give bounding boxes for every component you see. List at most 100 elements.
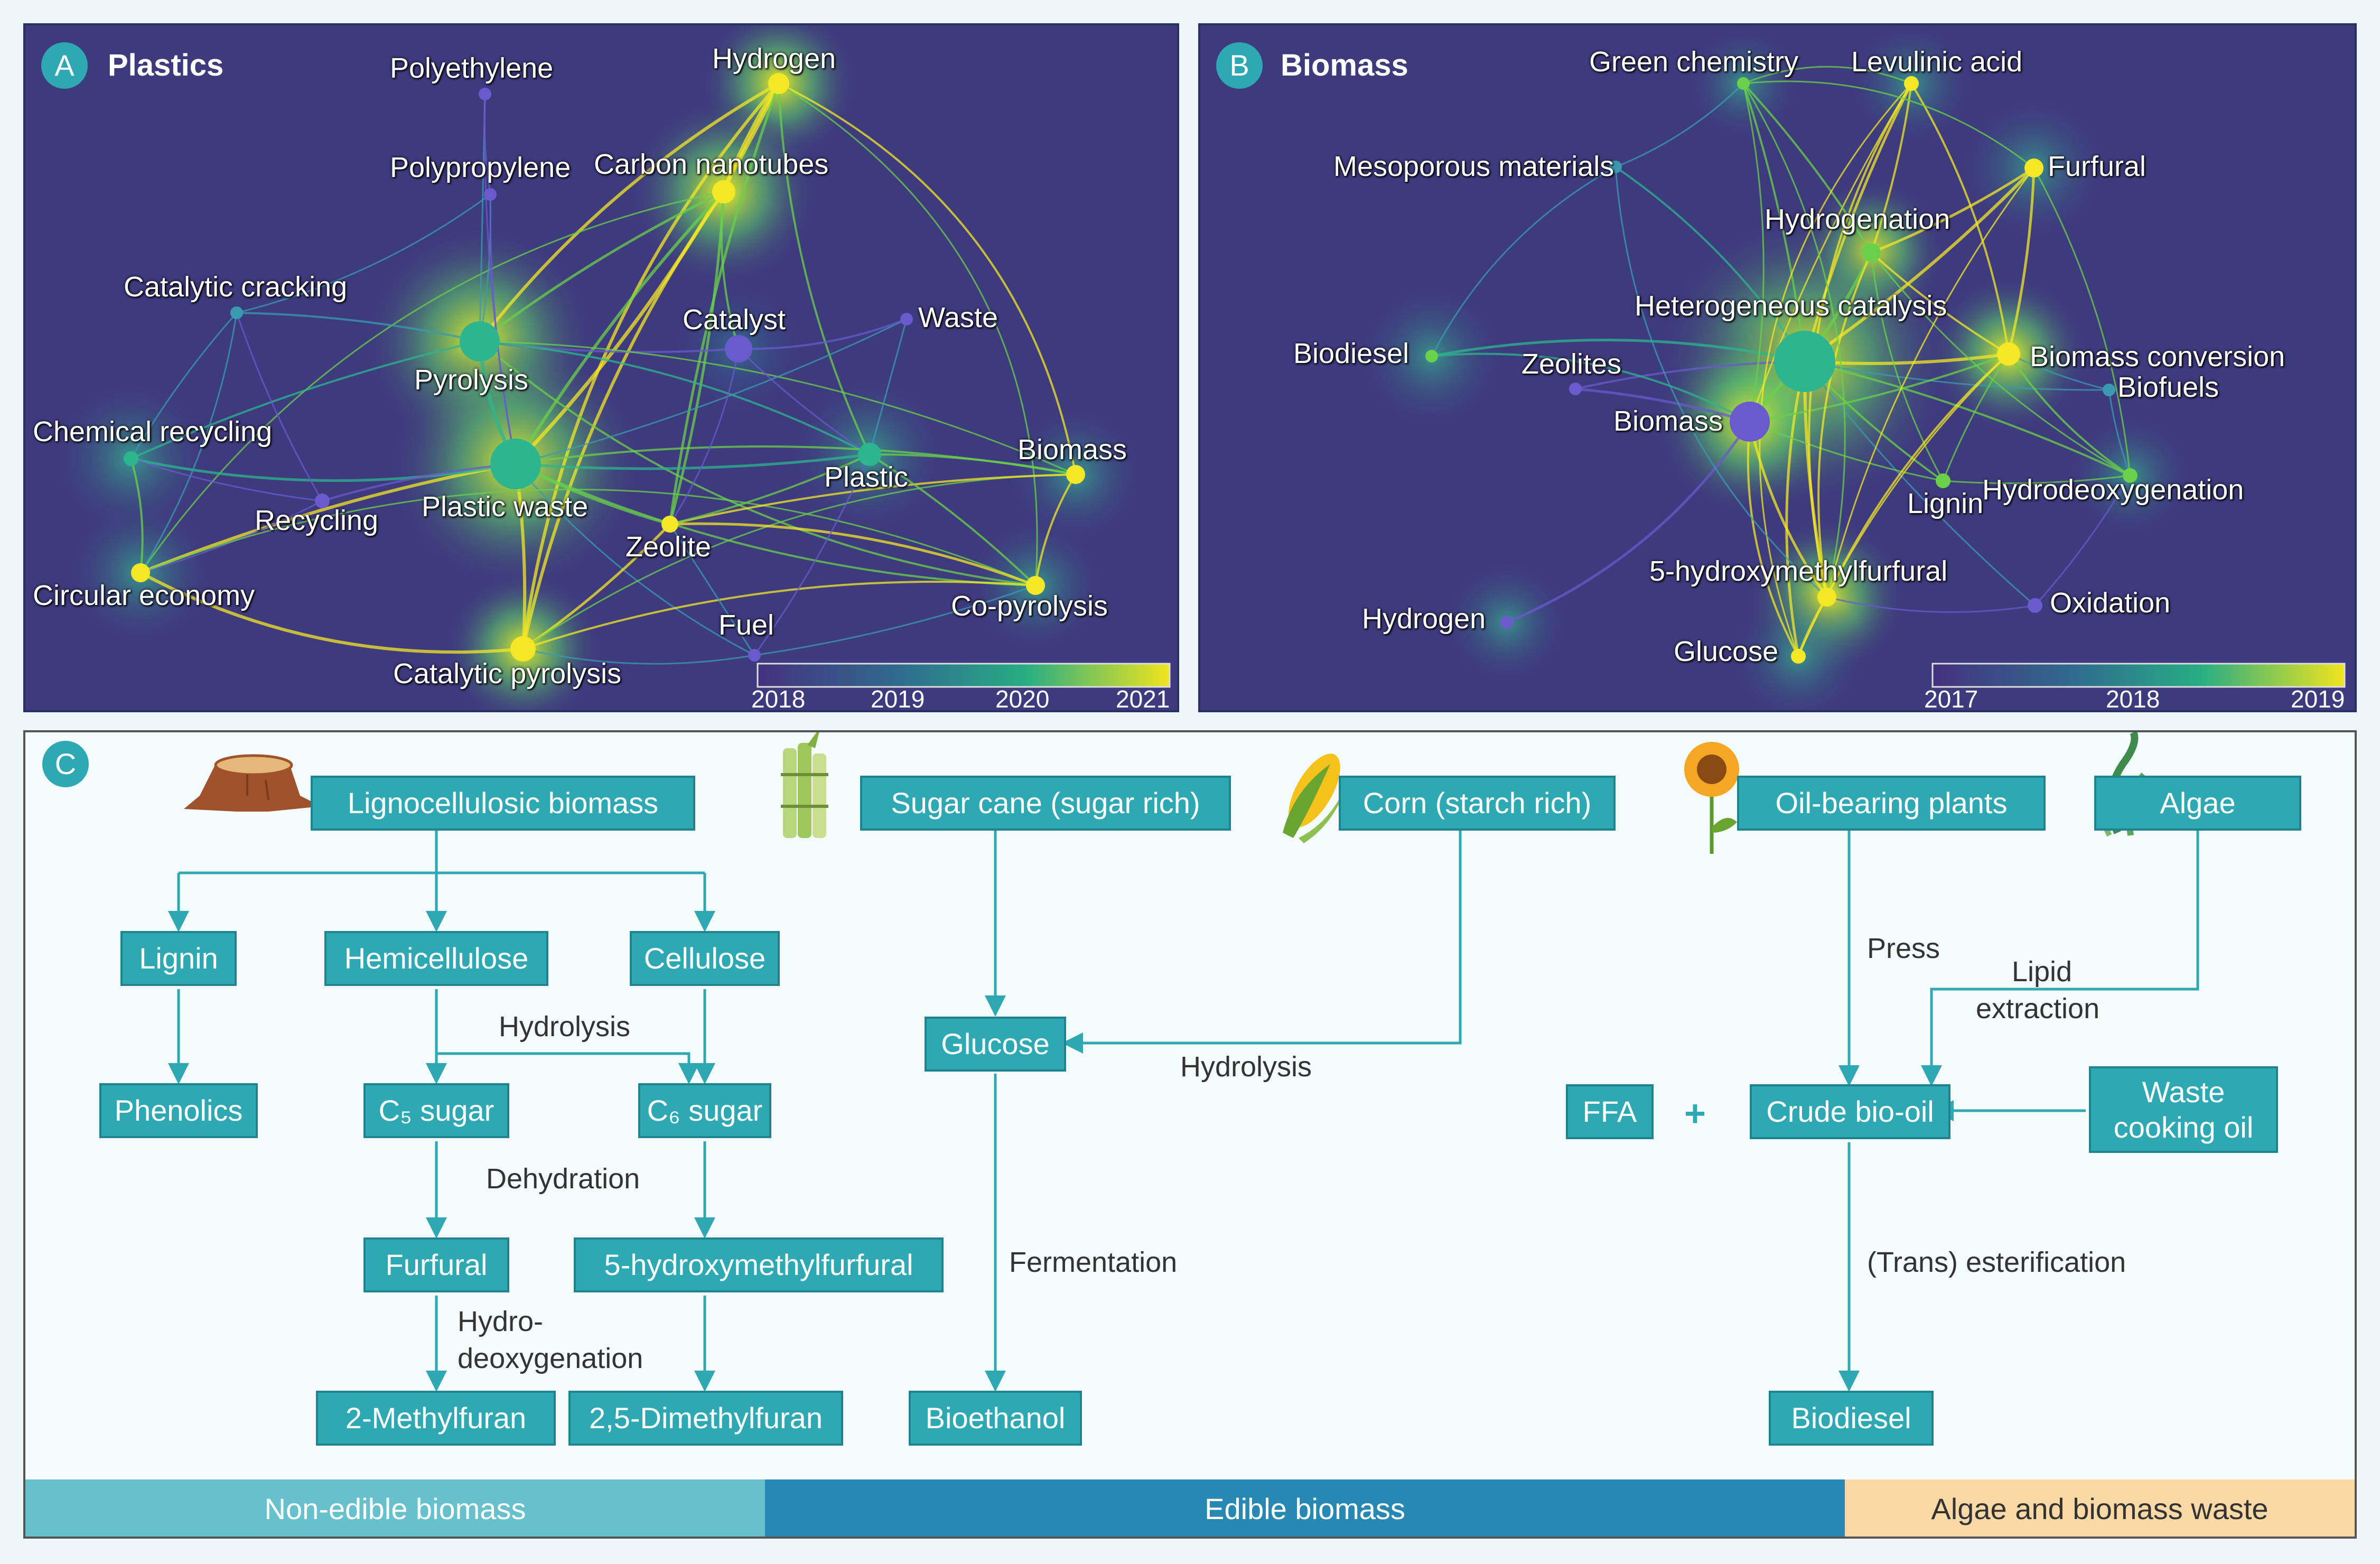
network-edge [1575,387,1750,423]
network-edge [2033,167,2131,476]
network-edge [479,340,1076,476]
network-edge [1431,352,1750,423]
network-node [479,88,491,100]
band-algae-and-biomass-waste: Algae and biomass waste [1845,1479,2355,1537]
node-label: Heterogeneous catalysis [1635,290,1947,322]
node-label: Plastic waste [422,491,589,523]
network-node [484,188,497,201]
network-node [1791,649,1806,664]
network-edge [1747,421,1799,657]
network-node [900,313,913,325]
network-edge [778,82,1077,475]
network-node [124,451,138,466]
node-label: Hydrogenation [1765,203,1950,235]
network-edge [1742,83,1806,362]
node-label: Biofuels [2117,371,2219,403]
node-label: Hydrodeoxygenation [1982,474,2244,506]
network-edge [669,522,1036,587]
sunflower-icon [1684,742,1739,854]
network-node [131,563,150,582]
node-label: Hydrogen [712,43,836,75]
network-edge [1431,339,1805,363]
box-c5-sugar: C₅ sugar [363,1083,509,1138]
network-edge [522,580,1036,650]
network-edge [1742,82,1872,254]
label-hydrolysis-corn: Hydrolysis [1180,1051,1312,1083]
network-edge [778,82,1038,586]
label-hydro: Hydro- [458,1306,544,1337]
node-label: Biodiesel [1293,338,1410,369]
network-edge [1871,166,2035,254]
network-node [1730,402,1770,442]
network-node [1569,383,1582,395]
network-edge [489,194,517,464]
network-edge [1804,360,2131,477]
box-c6-sugar: C₆ sugar [638,1083,771,1138]
network-edge [130,458,144,573]
box-phenolics: Phenolics [99,1083,258,1138]
network-edge [130,457,516,482]
network-edge [738,348,870,455]
box-algae: Algae [2094,776,2301,831]
node-label: Recycling [255,505,379,536]
network-edge [2108,389,2131,476]
colorbar-b-tick: 2017 [1924,685,1978,712]
network-node [230,306,243,319]
network-edge [514,190,725,465]
network-edge [869,319,908,455]
node-label: Chemical recycling [33,416,273,448]
network-node [1904,76,1919,91]
colorbar-a-tick: 2021 [1116,685,1170,712]
network-edge [1615,82,1744,168]
network-edge [139,191,724,573]
network-edge [140,488,1036,586]
box-2-5-dimethylfuran: 2,5-Dimethylfuran [568,1391,843,1446]
network-edge [1749,353,2009,423]
network-b-graph [1358,25,2346,710]
box-lignocellulosic-biomass: Lignocellulosic biomass [311,776,695,831]
box-2-methylfuran: 2-Methylfuran [316,1391,556,1446]
network-edge [669,524,755,656]
network-edge [1804,361,2036,607]
node-label: Mesoporous materials [1333,151,1614,182]
network-node [768,73,789,94]
network-edge [478,82,780,342]
network-edge [669,348,740,525]
network-edge [1826,167,2035,598]
network-edge [139,462,516,574]
panel-a-title: Plastics [108,48,224,82]
network-node [1609,161,1622,173]
band-edible-biomass: Edible biomass [765,1479,1845,1537]
network-edge [521,82,780,649]
corn-icon [1283,753,1346,843]
colorbar-a-tick: 2019 [871,685,925,712]
node-label: Catalytic pyrolysis [393,658,622,690]
network-edge [2034,475,2131,607]
network-a-graph [52,25,1171,710]
node-label: Biomass [1613,405,1723,437]
node-label: Fuel [718,609,774,641]
colorbar-a [757,663,1171,688]
box-bioethanol: Bioethanol [909,1391,1082,1446]
network-node [460,321,500,361]
network-edge [1742,83,1765,422]
colorbar-a-tick: 2020 [995,685,1050,712]
box-biodiesel: Biodiesel [1769,1391,1934,1446]
network-edge [515,318,907,465]
box-crude-bio-oil: Crude bio-oil [1750,1084,1950,1139]
network-node [748,649,761,662]
network-edge [1614,166,1828,598]
network-edge [720,191,740,349]
box-hemicellulose: Hemicellulose [324,931,548,986]
network-edge [1575,360,1805,390]
network-edge [1870,252,2010,355]
network-edge [1817,252,1872,598]
network-edge [1614,166,1806,362]
band-non-edible-biomass: Non-edible biomass [25,1479,765,1537]
network-edge [1870,252,2131,477]
network-node [858,443,881,466]
box-ffa: FFA [1566,1084,1654,1139]
network-edge [1759,82,1912,657]
node-label: Levulinic acid [1851,46,2023,78]
flow-arrows [168,732,2199,1392]
